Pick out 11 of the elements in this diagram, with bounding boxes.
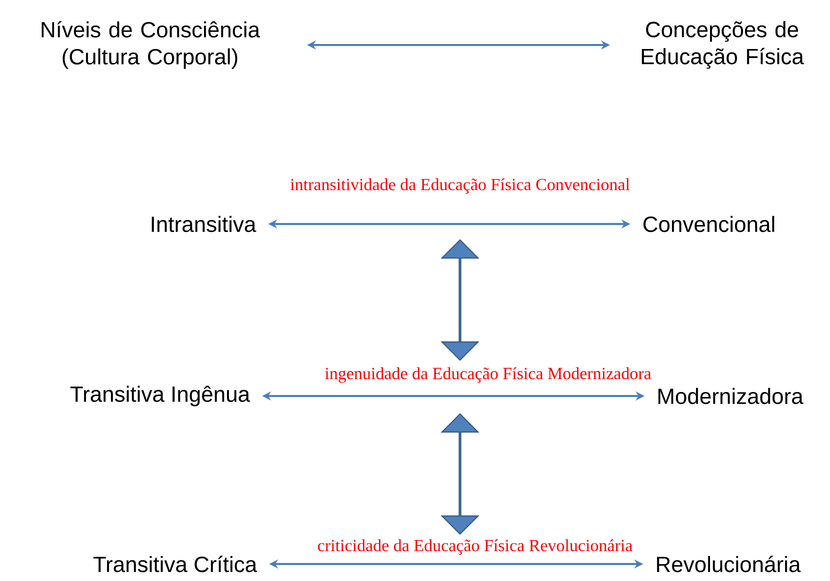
edge-label: criticidade da Educação Física Revolucionária [316,538,634,556]
term-label: Concepções de Educação Física [642,21,804,69]
term-label: Transitiva Ingênua [70,386,250,406]
term-label: Transitiva Crítica [93,556,258,572]
term-label: Modernizadora [658,388,804,404]
term-label: Convencional [643,216,774,232]
term-label: Níveis de Consciência (Cultura Corporal) [42,21,260,69]
term-label: Revolucionária [657,556,801,572]
edge-label: intransitividade da Educação Física Convencional [289,177,631,195]
term-label: Intransitiva [152,216,256,232]
edge-label: ingenuidade da Educação Física Modernizadora [324,366,652,384]
